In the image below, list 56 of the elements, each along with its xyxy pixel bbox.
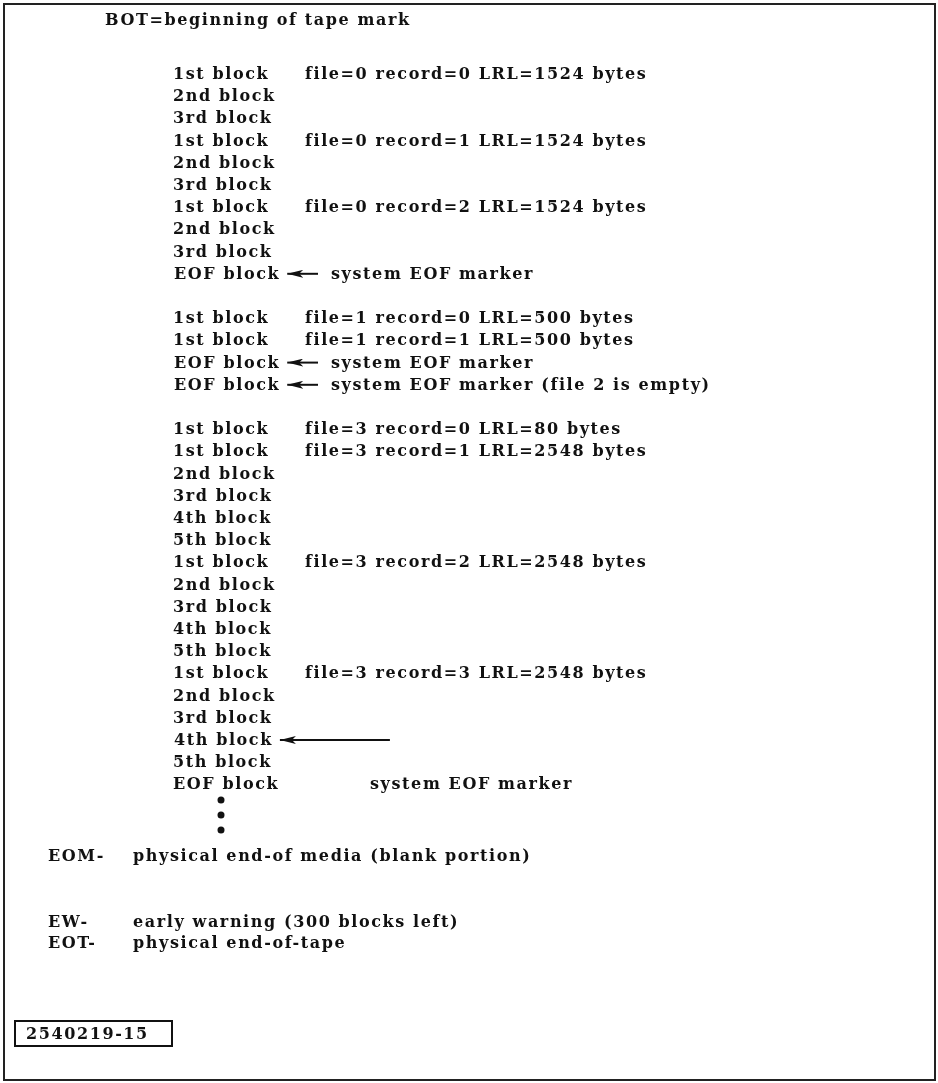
tape-entry: 3rd block (173, 175, 273, 195)
description: physical end-of media (blank portion) (133, 846, 532, 866)
tape-entry: 2nd block (173, 219, 276, 240)
figure-number: 2540219-15 (14, 1020, 173, 1047)
legend-note: BOT=beginning of tape mark (105, 10, 411, 30)
tape-entry: 1st block (173, 308, 270, 329)
tape-entry: 2nd block (173, 463, 276, 484)
arrow (286, 380, 319, 389)
tape-entry: EOF block (173, 352, 282, 373)
tape-entry: 3rd block (173, 108, 273, 129)
tape-entry: 5th block (173, 641, 272, 662)
tape-entry: 4th block (173, 730, 274, 750)
tape-entry: file=3 record=1 LRL=2548 bytes (305, 441, 648, 462)
tape-entry: EOF block (173, 263, 282, 284)
tape-entry: 1st block (173, 197, 270, 218)
tape-entry: 4th block (173, 508, 272, 528)
marker-note: system EOF marker (330, 352, 536, 373)
tape-entry: 2nd block (173, 574, 276, 595)
tape-entry: 1st block (173, 330, 270, 351)
abbreviation: EW- (48, 912, 89, 932)
tape-entry: 4th block (173, 619, 272, 639)
tape-entry: file=1 record=0 LRL=500 bytes (305, 308, 635, 329)
tape-entry: 3rd block (173, 707, 273, 728)
marker-note: system EOF marker (330, 263, 536, 284)
tape-entry: file=0 record=2 LRL=1524 bytes (305, 197, 648, 218)
tape-entry: 2nd block (173, 86, 276, 107)
tape-entry: 1st block (173, 419, 270, 440)
tape-entry: 3rd block (173, 596, 273, 617)
tape-entry: 1st block (173, 552, 270, 573)
abbreviation: EOM- (48, 846, 105, 866)
arrow (278, 736, 391, 744)
tape-entry: EOF block (173, 374, 282, 395)
marker-note: system EOF marker (file 2 is empty) (330, 374, 712, 395)
tape-entry: 2nd block (173, 152, 276, 173)
arrow (286, 358, 319, 367)
description: physical end-of-tape (133, 933, 347, 953)
tape-entry: 3rd block (173, 241, 273, 262)
tape-entry: file=0 record=1 LRL=1524 bytes (305, 130, 648, 151)
arrow (286, 269, 319, 278)
tape-entry: file=3 record=2 LRL=2548 bytes (305, 552, 648, 573)
tape-entry: 1st block (173, 64, 270, 84)
tape-entry: 5th block (173, 530, 272, 551)
tape-entry: file=3 record=0 LRL=80 bytes (305, 419, 622, 440)
abbreviation: EOT- (48, 933, 97, 953)
tape-entry: system EOF marker (370, 774, 574, 795)
description: early warning (300 blocks left) (133, 912, 460, 932)
tape-entry: file=3 record=3 LRL=2548 bytes (305, 663, 648, 684)
tape-entry: EOF block (173, 774, 280, 795)
tape-entry: file=0 record=0 LRL=1524 bytes (305, 64, 648, 84)
tape-entry: file=1 record=1 LRL=500 bytes (305, 330, 635, 351)
tape-entry: 2nd block (173, 685, 276, 706)
tape-entry: 1st block (173, 663, 270, 684)
tape-entry: 5th block (173, 752, 272, 773)
tape-entry: 1st block (173, 130, 270, 151)
tape-entry: 1st block (173, 441, 270, 462)
tape-entry: 3rd block (173, 485, 273, 506)
